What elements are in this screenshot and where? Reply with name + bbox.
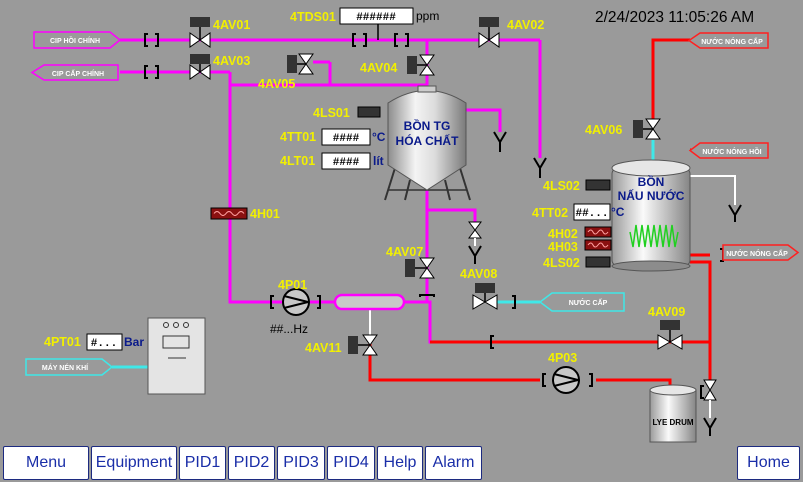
lye-drum[interactable] — [649, 384, 697, 443]
valve-4av09[interactable] — [657, 320, 683, 350]
pid3-button[interactable]: PID3 — [277, 446, 325, 480]
arrow-hot-supply-top[interactable]: NƯỚC NÓNG CẤP — [687, 32, 769, 49]
tds01-display: ###### ppm — [339, 7, 439, 40]
tag-4tt02: 4TT02 — [532, 206, 568, 220]
pid4-button[interactable]: PID4 — [327, 446, 375, 480]
tag-4p01: 4P01 — [278, 278, 307, 292]
svg-text:CIP CẤP CHÍNH: CIP CẤP CHÍNH — [52, 68, 104, 78]
tag-4av02: 4AV02 — [507, 18, 544, 32]
p01-speed: ##...Hz — [270, 322, 308, 336]
tag-4av08: 4AV08 — [460, 267, 497, 281]
level-switch-4ls02-bottom[interactable] — [585, 256, 611, 268]
tag-4av09: 4AV09 — [648, 305, 685, 319]
heater-4h03[interactable] — [584, 239, 612, 251]
svg-text:ppm: ppm — [416, 9, 439, 23]
arrow-hot-return[interactable]: NƯỚC NÓNG HỒI — [688, 142, 769, 159]
help-button[interactable]: Help — [377, 446, 423, 480]
svg-text:NƯỚC NÓNG CẤP: NƯỚC NÓNG CẤP — [726, 248, 788, 258]
chemical-tank[interactable] — [384, 85, 471, 201]
pid1-button[interactable]: PID1 — [179, 446, 226, 480]
svg-text:MÁY NÉN KHÍ: MÁY NÉN KHÍ — [42, 363, 89, 372]
tag-4pt01: 4PT01 — [44, 335, 81, 349]
datetime-display: 2/24/2023 11:05:26 AM — [595, 9, 754, 26]
valve-drain-right[interactable] — [703, 379, 717, 418]
drain-symbols — [468, 131, 742, 436]
svg-text:######: ###### — [356, 12, 396, 24]
tag-4ls02-top: 4LS02 — [543, 179, 580, 193]
tag-4p03: 4P03 — [548, 351, 577, 365]
valve-drain-chem[interactable] — [468, 221, 482, 246]
valve-4av04[interactable] — [407, 54, 435, 76]
svg-text:####: #### — [333, 157, 360, 169]
tag-4h03: 4H03 — [548, 240, 578, 254]
svg-text:Bar: Bar — [124, 335, 144, 349]
pipe-flanges — [144, 33, 724, 399]
lt01-display: #### lít — [321, 152, 384, 170]
tt01-display: #### °C — [321, 128, 386, 146]
svg-text:NƯỚC NÓNG CẤP: NƯỚC NÓNG CẤP — [701, 36, 763, 46]
tag-4av04: 4AV04 — [360, 61, 397, 75]
valve-4av01[interactable] — [189, 17, 211, 48]
tag-4ls02-bottom: 4LS02 — [543, 256, 580, 270]
tag-4ls01: 4LS01 — [313, 106, 350, 120]
svg-text:NƯỚC NÓNG HỒI: NƯỚC NÓNG HỒI — [702, 146, 761, 156]
pump-4p01[interactable] — [282, 288, 310, 316]
alarm-button[interactable]: Alarm — [425, 446, 482, 480]
equipment-button[interactable]: Equipment — [91, 446, 177, 480]
bottom-navigation: Menu Equipment PID1 PID2 PID3 PID4 Help … — [0, 444, 803, 482]
chemical-tank-label-2: HÓA CHẤT — [396, 133, 460, 148]
pid2-button[interactable]: PID2 — [228, 446, 275, 480]
cip-piping — [120, 38, 542, 344]
air-compressor[interactable] — [147, 317, 206, 395]
tt02-display: ##... °C — [573, 203, 625, 221]
lye-drum-label: LYE DRUM — [652, 418, 693, 427]
svg-text:##...: ##... — [575, 208, 608, 220]
arrow-hot-supply-right[interactable]: NƯỚC NÓNG CẤP — [722, 244, 800, 261]
arrow-cip-return[interactable]: CIP HỒI CHÍNH — [33, 31, 122, 49]
arrow-water-supply[interactable]: NƯỚC CẤP — [538, 292, 625, 312]
menu-button[interactable]: Menu — [3, 446, 89, 480]
level-switch-4ls01[interactable] — [357, 106, 381, 118]
tag-4h01: 4H01 — [250, 207, 280, 221]
tag-4tt01: 4TT01 — [280, 130, 316, 144]
pt01-display: #... Bar — [86, 333, 144, 351]
tag-4av06: 4AV06 — [585, 123, 622, 137]
tag-4tds01: 4TDS01 — [290, 10, 336, 24]
heat-exchanger[interactable] — [333, 293, 406, 311]
svg-text:####: #### — [333, 133, 360, 145]
valve-4av03[interactable] — [189, 54, 211, 80]
pump-4p03[interactable] — [552, 366, 580, 394]
arrow-cip-supply[interactable]: CIP CẤP CHÍNH — [30, 64, 119, 81]
valve-4av08[interactable] — [472, 283, 498, 310]
valve-4av07[interactable] — [405, 257, 435, 279]
valve-4av06[interactable] — [633, 118, 661, 140]
svg-text:°C: °C — [611, 205, 625, 219]
svg-text:CIP HỒI CHÍNH: CIP HỒI CHÍNH — [50, 35, 100, 45]
valve-4av05[interactable] — [287, 53, 314, 75]
valve-4av11[interactable] — [348, 334, 378, 356]
heater-4h02[interactable] — [584, 226, 612, 238]
boiling-tank[interactable] — [611, 159, 691, 272]
home-button[interactable]: Home — [737, 446, 800, 480]
boiling-tank-label-1: BỒN — [638, 174, 665, 189]
tag-4av11: 4AV11 — [305, 341, 342, 355]
svg-text:lít: lít — [373, 154, 384, 168]
tag-4lt01: 4LT01 — [280, 154, 315, 168]
chemical-tank-label-1: BỒN TG — [404, 118, 451, 133]
heater-4h01[interactable] — [210, 207, 248, 220]
tag-4av07: 4AV07 — [386, 245, 423, 259]
valve-4av02[interactable] — [478, 17, 500, 48]
level-switch-4ls02-top[interactable] — [585, 179, 611, 191]
tag-4h02: 4H02 — [548, 227, 578, 241]
svg-text:NƯỚC CẤP: NƯỚC CẤP — [569, 297, 608, 307]
svg-text:#...: #... — [91, 338, 117, 350]
svg-text:°C: °C — [372, 130, 386, 144]
tag-4av05: 4AV05 — [258, 77, 295, 91]
tag-4av03: 4AV03 — [213, 54, 250, 68]
tag-4av01: 4AV01 — [213, 18, 250, 32]
boiling-tank-label-2: NẤU NƯỚC — [618, 188, 685, 203]
arrow-air-compressor[interactable]: MÁY NÉN KHÍ — [25, 358, 114, 376]
